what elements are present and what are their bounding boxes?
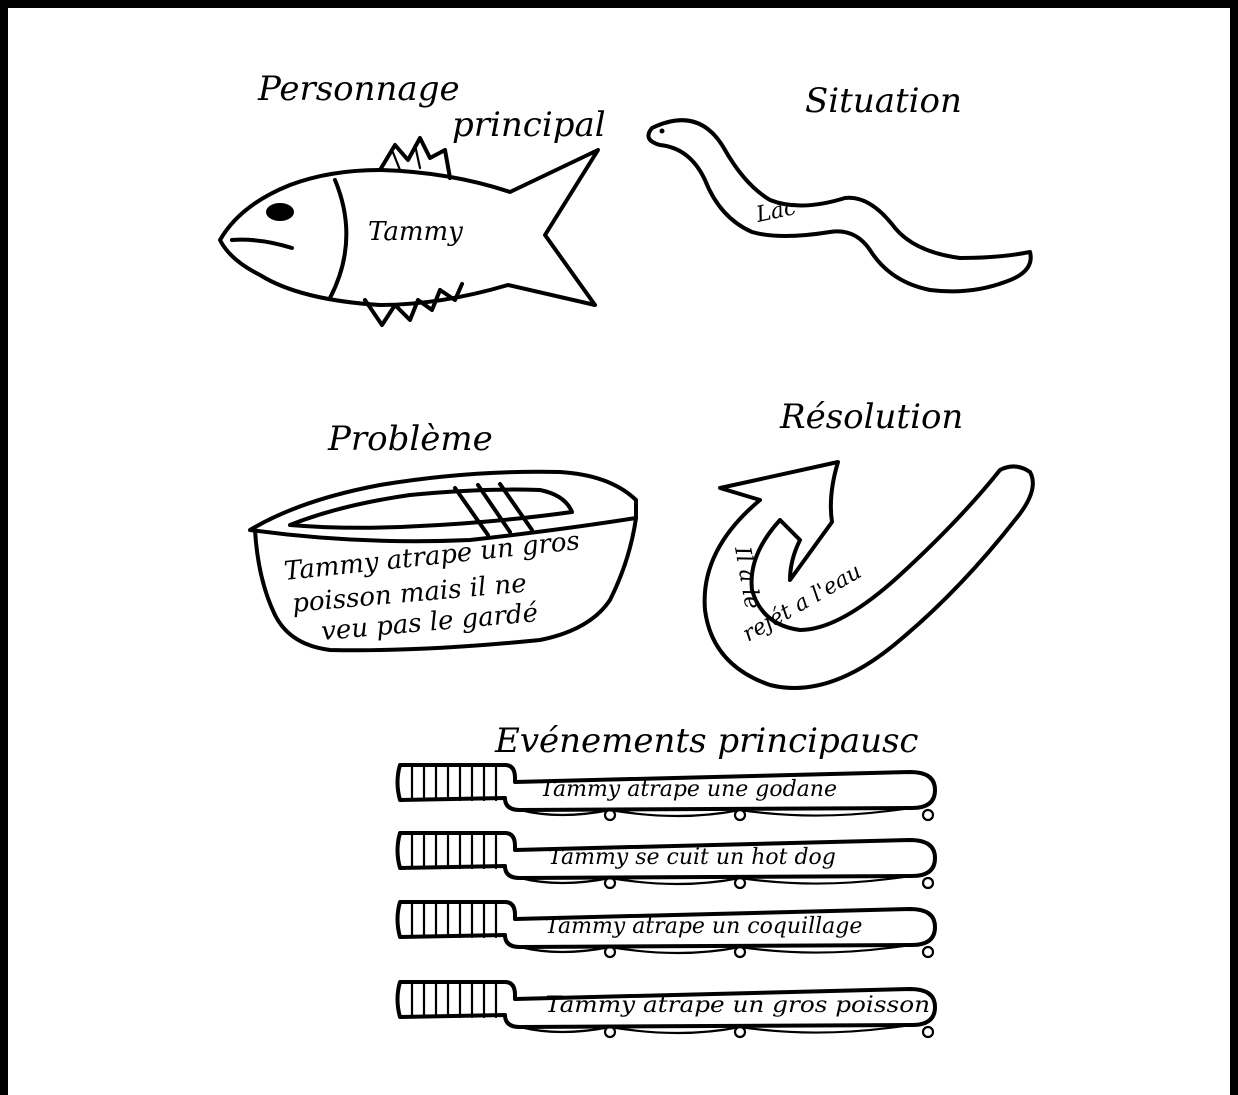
event-2: Tammy se cuit un hot dog [548,845,836,870]
event-3: Tammy atrape un coquillage [545,914,862,939]
events-heading: Evénements principausc [494,721,918,761]
problem-section: Problème Tammy atrape un gros poisson ma… [250,419,636,650]
resolution-section: Résolution Il a le rejét a l'eau [705,397,1033,688]
character-heading-line1: Personnage [257,69,460,109]
character-heading-line2: principal [452,105,606,145]
character-section: Personnage principal Tammy [220,69,606,325]
problem-heading: Problème [327,419,493,459]
setting-heading: Situation [805,81,962,121]
events-section: Evénements principausc Tammy atrape une … [398,721,936,1037]
event-1: Tammy atrape une godane [540,777,837,802]
setting-section: Situation Lac [648,81,1030,291]
event-4: Tammy atrape un gros poisson [545,993,930,1018]
resolution-heading: Résolution [779,397,963,437]
lake-shape-icon [648,120,1030,291]
character-name: Tammy [368,217,463,247]
setting-place: Lac [753,195,798,228]
